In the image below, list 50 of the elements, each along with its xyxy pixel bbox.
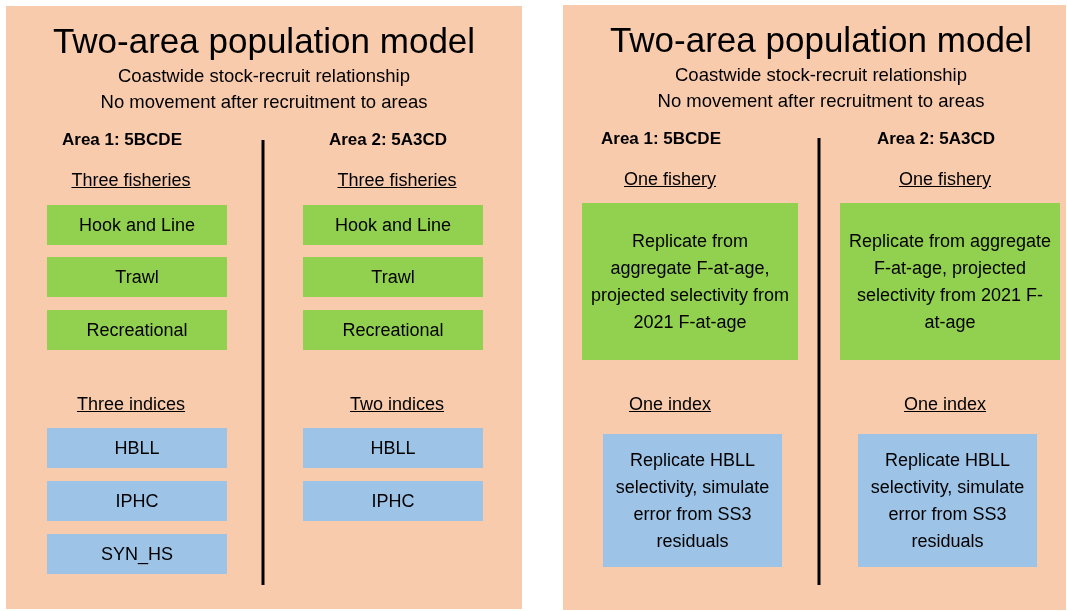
section-heading: Three indices	[76, 394, 186, 416]
panel-background	[6, 6, 522, 609]
section-heading: One index	[903, 394, 987, 416]
box-text: Trawl	[371, 265, 415, 289]
box-text: Replicate HBLL selectivity, simulate error from SS3 residuals	[614, 448, 771, 553]
box-text: Recreational	[86, 318, 188, 342]
box-text: HBLL	[370, 436, 416, 460]
area-heading: Area 1: 5BCDE	[62, 130, 182, 151]
index-box	[47, 428, 227, 468]
section-heading: Three fisheries	[71, 170, 191, 192]
area-heading: Area 2: 5A3CD	[876, 129, 996, 150]
fishery-box	[47, 310, 227, 350]
fishery-box	[47, 257, 227, 297]
panel-title: Two-area population model	[52, 20, 476, 62]
fishery-box	[840, 203, 1060, 360]
box-text: Replicate from aggregate F-at-age, projected selectivity from 2021 F-at-age	[590, 229, 790, 334]
box-text: Replicate from aggregate F-at-age, projected selectivity from 2021 F-at-age	[848, 229, 1052, 334]
area-heading: Area 2: 5A3CD	[328, 130, 448, 151]
section-heading: Three fisheries	[337, 170, 457, 192]
subtitle: No movement after recruitment to areas	[657, 90, 985, 113]
box-text: Hook and Line	[78, 213, 196, 237]
section-heading: One fishery	[624, 169, 716, 191]
fishery-box	[303, 205, 483, 245]
index-box	[47, 481, 227, 521]
index-box	[603, 434, 782, 567]
box-text: Hook and Line	[334, 213, 452, 237]
subtitle: No movement after recruitment to areas	[100, 91, 428, 114]
box-text: Trawl	[115, 265, 159, 289]
section-heading: Two indices	[350, 394, 444, 416]
area-heading: Area 1: 5BCDE	[601, 129, 721, 150]
index-box	[47, 534, 227, 574]
index-box	[303, 481, 483, 521]
fishery-box	[303, 257, 483, 297]
section-heading: One index	[628, 394, 712, 416]
subtitle: Coastwide stock-recruit relationship	[675, 64, 967, 87]
fishery-box	[303, 310, 483, 350]
fishery-box	[582, 203, 798, 360]
fishery-box	[47, 205, 227, 245]
box-text: IPHC	[371, 489, 415, 513]
section-heading: One fishery	[899, 169, 991, 191]
box-text: HBLL	[114, 436, 160, 460]
box-text: Replicate HBLL selectivity, simulate error from SS3 residuals	[869, 448, 1026, 553]
box-text: IPHC	[115, 489, 159, 513]
subtitle: Coastwide stock-recruit relationship	[118, 65, 410, 88]
index-box	[858, 434, 1037, 567]
panel-background	[563, 5, 1066, 610]
box-text: Recreational	[342, 318, 444, 342]
box-text: SYN_HS	[101, 542, 173, 567]
index-box	[303, 428, 483, 468]
panel-title: Two-area population model	[609, 19, 1033, 61]
